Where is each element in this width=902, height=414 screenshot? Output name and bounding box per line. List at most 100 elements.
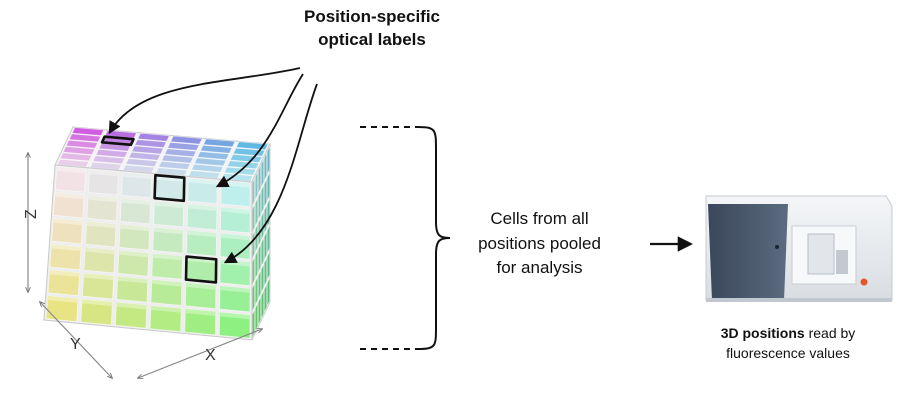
side-cell (263, 152, 268, 182)
front-cell-highlight (188, 178, 218, 185)
top-cell (164, 148, 197, 158)
optical-labels-title-line1: Position-specific (303, 7, 441, 26)
front-cell-highlight (56, 166, 86, 174)
front-cell-highlight (219, 285, 250, 293)
top-cell (71, 127, 105, 137)
front-cell (152, 226, 184, 254)
front-cell (186, 229, 217, 257)
side-cell (260, 290, 265, 320)
top-cell (68, 133, 102, 143)
side-cell (257, 191, 262, 221)
arrow-to-top-cube (108, 67, 301, 135)
front-cell-highlight (151, 279, 182, 287)
spatial-label-cube (43, 126, 271, 341)
y-axis-line (40, 302, 112, 378)
side-cell (266, 198, 271, 228)
top-cell (62, 146, 96, 156)
side-cell (263, 204, 268, 234)
top-cell (158, 160, 191, 170)
front-cell (219, 285, 251, 313)
top-cell (193, 157, 227, 167)
top-cell (202, 138, 236, 148)
instrument-caption-rest: read by (804, 325, 856, 341)
axes: Z Y X (23, 153, 262, 378)
cube-side-face (251, 143, 271, 341)
y-axis-label: Y (70, 336, 81, 353)
front-cell-highlight (219, 312, 250, 320)
side-cell (251, 203, 256, 233)
instrument-led (775, 245, 779, 249)
front-cell-highlight (185, 282, 216, 290)
pooled-cells-line1: Cells from all (490, 209, 589, 228)
side-cell (266, 277, 271, 307)
top-cell (59, 152, 93, 162)
front-cell-highlight (150, 305, 182, 313)
front-cell (117, 249, 150, 277)
front-cell (153, 200, 185, 228)
top-cell (190, 163, 224, 173)
optical-labels-title-line2: optical labels (318, 29, 426, 49)
arrow-to-front-cube-upper (215, 73, 304, 188)
front-cell-highlight (116, 302, 147, 310)
front-cell-highlight (122, 172, 152, 180)
side-cell (254, 223, 259, 253)
front-cell-highlight (152, 253, 183, 261)
side-cell (263, 231, 268, 261)
top-cell (167, 141, 200, 151)
pooled-cells-line2: positions pooled (478, 233, 601, 253)
front-cell-highlight (84, 247, 115, 255)
side-cell (263, 257, 268, 287)
front-cell (118, 223, 151, 251)
top-cell (131, 145, 164, 155)
front-cell-highlight (187, 230, 217, 238)
front-cell-highlight (154, 201, 184, 209)
side-cell (254, 250, 259, 280)
arrow-to-front-cube-lower (223, 83, 318, 264)
instrument-caption-bold: 3D positions (720, 325, 805, 341)
cube-top-face (54, 126, 271, 183)
front-cell-highlight (185, 308, 216, 316)
pooled-cells-line3: for analysis (496, 258, 583, 278)
instrument-base (706, 298, 892, 302)
front-cell-highlight (121, 198, 151, 206)
front-cell-highlight (117, 276, 148, 284)
tube-rack (836, 250, 848, 274)
side-cell (260, 211, 265, 241)
highlighted-cubes (100, 135, 218, 284)
front-cell-highlight (49, 270, 80, 277)
cube-front-face (43, 164, 253, 341)
side-cell (266, 224, 271, 254)
front-cell (116, 275, 149, 303)
front-cell-highlight (88, 195, 118, 203)
top-cell (128, 151, 161, 161)
side-cell (251, 309, 256, 339)
side-cell (260, 184, 265, 214)
front-cell-highlight (118, 250, 149, 258)
top-cell (235, 141, 269, 151)
side-cell (257, 270, 262, 300)
front-cell-highlight (153, 227, 184, 235)
front-cell (119, 197, 151, 225)
side-cell (260, 263, 265, 293)
label-arrows (108, 67, 318, 264)
side-cell (263, 178, 268, 208)
front-cell-highlight (54, 192, 85, 200)
top-cell (125, 158, 158, 168)
top-cell (95, 148, 129, 158)
side-cell (254, 302, 259, 332)
top-cell (170, 135, 203, 145)
x-axis-line (138, 329, 262, 378)
front-cell-highlight (220, 207, 250, 214)
instrument-caption-line2: fluorescence values (726, 345, 850, 362)
front-face-cube-upper (153, 173, 186, 203)
side-cell (257, 296, 262, 326)
pooling-bracket (360, 126, 451, 350)
side-cell (263, 283, 268, 313)
side-cell (251, 282, 256, 312)
optical-labels-title: Position-specific optical labels (272, 6, 472, 52)
side-cell (266, 251, 271, 281)
side-cell (266, 145, 271, 175)
front-cell-highlight (51, 244, 82, 252)
front-cell-highlight (83, 273, 114, 281)
